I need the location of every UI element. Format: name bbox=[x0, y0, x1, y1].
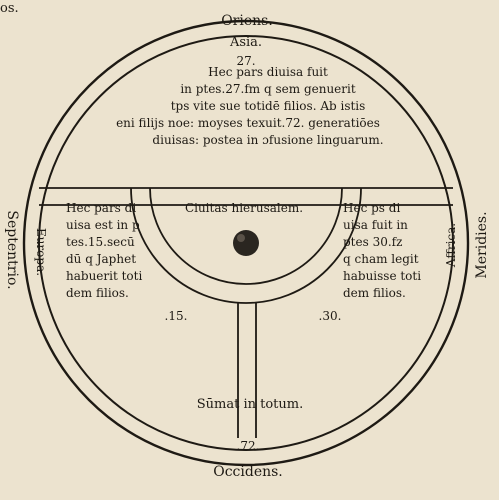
occidens-label: Occidens. bbox=[213, 464, 283, 480]
asia-description: Hec pars diuisa fuit in ptes.27.fm q sem… bbox=[116, 64, 393, 149]
europa-label: Europa. bbox=[34, 227, 48, 277]
asia-desc-line-1: Hec pars diuisa fuit bbox=[208, 65, 328, 79]
africa-desc-line-3: ptes 30.fz bbox=[343, 235, 403, 249]
africa-desc-line-4: q cham legit bbox=[343, 252, 419, 266]
septentrio-label: Septentrio. bbox=[4, 210, 20, 290]
africa-number: .30. bbox=[318, 309, 342, 323]
oriens-label: Oriens. bbox=[221, 13, 273, 29]
europe-desc-line-1: Hec pars di bbox=[66, 201, 137, 215]
meridies-label: Meridies. bbox=[474, 211, 490, 279]
europe-desc-line-3: tes.15.secū bbox=[66, 235, 135, 249]
outer-circle bbox=[22, 19, 470, 467]
summa-label: Sūmat in totum. bbox=[196, 397, 304, 412]
europe-desc-line-2: uisa est in p bbox=[66, 218, 140, 232]
outer-semicircle bbox=[130, 187, 362, 304]
europe-desc-line-5: habuerit toti bbox=[66, 269, 143, 283]
africa-desc-line-1: Hec ps di bbox=[343, 201, 401, 215]
asia-label: Asia. bbox=[229, 35, 263, 50]
asia-number: 27. bbox=[236, 54, 256, 68]
europe-desc-line-4: dū q Japhet bbox=[66, 252, 137, 266]
affrica-label: Affrica. bbox=[444, 222, 458, 268]
jerusalem-dot-highlight bbox=[237, 234, 245, 242]
civitas-label: Ciuitas hierusalem. bbox=[184, 201, 304, 215]
asia-desc-line-4: eni filijs noe: moyses texuit.72. genera… bbox=[116, 116, 380, 130]
asia-desc-line-5: diuisas: postea in ɔfusione linguarum. bbox=[152, 133, 384, 147]
inner-circle bbox=[38, 35, 454, 451]
asia-desc-line-3: tps vite sue totidē filios. Ab istis bbox=[170, 99, 366, 113]
jerusalem-dot bbox=[233, 230, 259, 256]
asia-desc-line-2: in ptes.27.fm q sem genuerit bbox=[180, 82, 356, 96]
africa-description: Hec ps di uisa fuit in ptes 30.fz q cham… bbox=[343, 200, 433, 302]
europe-desc-line-6: dem filios. bbox=[66, 286, 129, 300]
total-number: .72. bbox=[236, 439, 260, 453]
africa-desc-line-2: uisa fuit in bbox=[343, 218, 408, 232]
inner-semicircle bbox=[149, 187, 343, 285]
europe-number: .15. bbox=[164, 309, 188, 323]
corner-text: os. bbox=[0, 1, 19, 16]
africa-desc-line-6: dem filios. bbox=[343, 286, 406, 300]
europe-description: Hec pars di uisa est in p tes.15.secū dū… bbox=[66, 200, 156, 302]
africa-desc-line-5: habuisse toti bbox=[343, 269, 422, 283]
